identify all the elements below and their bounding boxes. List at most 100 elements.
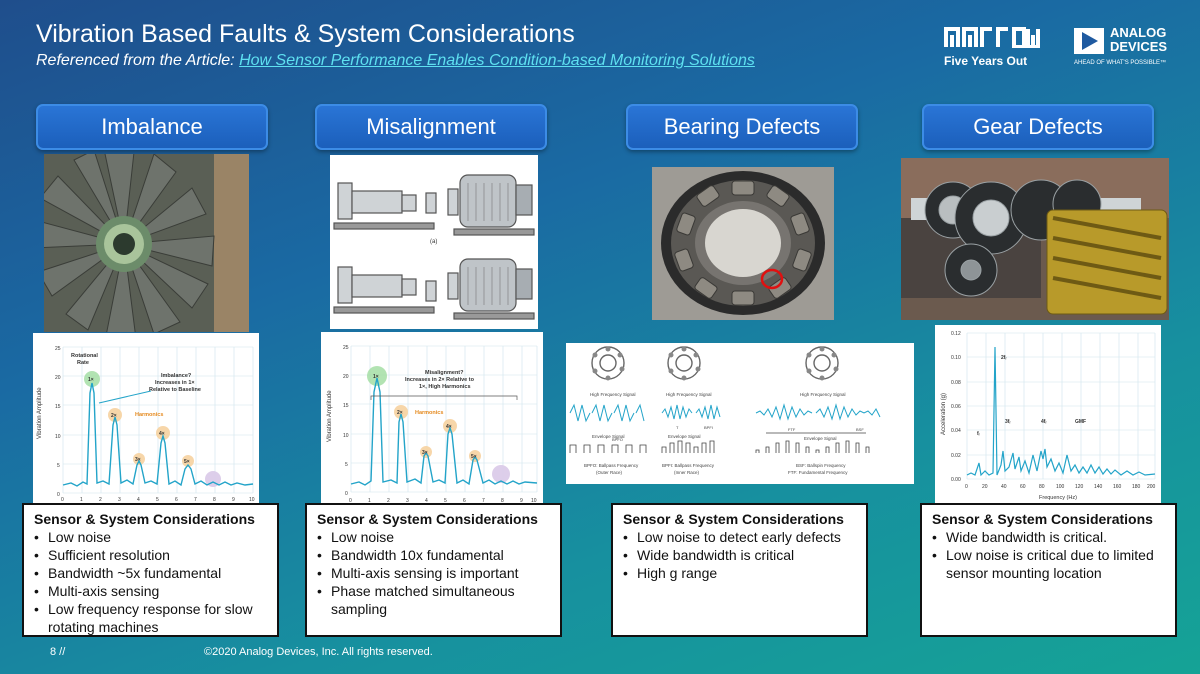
list-item: High g range <box>623 564 856 582</box>
arrow-tagline: Five Years Out <box>944 54 1028 68</box>
bearing-defects-button[interactable]: Bearing Defects <box>626 104 858 150</box>
svg-text:100: 100 <box>1056 484 1065 490</box>
imbalance-considerations: Sensor & System Considerations Low noise… <box>22 503 279 637</box>
svg-text:0.02: 0.02 <box>951 453 961 459</box>
list-item: Multi-axis sensing is important <box>317 564 550 582</box>
article-link[interactable]: How Sensor Performance Enables Condition… <box>239 52 755 69</box>
svg-text:80: 80 <box>1039 484 1045 490</box>
slide-title: Vibration Based Faults & System Consider… <box>36 20 575 48</box>
svg-text:120: 120 <box>1075 484 1084 490</box>
svg-text:0.00: 0.00 <box>951 477 961 483</box>
misalignment-ylabel: Vibration Amplitude <box>327 390 333 442</box>
svg-text:Envelope Signal: Envelope Signal <box>668 434 701 439</box>
svg-text:1: 1 <box>368 498 371 504</box>
svg-text:(Inner Race): (Inner Race) <box>674 470 700 475</box>
svg-text:GMF: GMF <box>1075 419 1086 425</box>
svg-text:1×: 1× <box>373 374 379 380</box>
svg-text:1×, High Harmonics: 1×, High Harmonics <box>419 384 471 390</box>
svg-text:25: 25 <box>55 346 61 352</box>
svg-text:4×: 4× <box>446 424 452 430</box>
svg-text:4: 4 <box>137 497 140 503</box>
svg-text:10: 10 <box>343 433 349 439</box>
svg-text:5×: 5× <box>184 459 190 465</box>
svg-text:Rotational: Rotational <box>71 353 98 359</box>
gear-defects-button[interactable]: Gear Defects <box>922 104 1154 150</box>
list-item: Low frequency response for slow rotating… <box>34 600 267 636</box>
svg-text:8: 8 <box>501 498 504 504</box>
svg-text:5: 5 <box>345 462 348 468</box>
gear-ylabel: Acceleration (g) <box>941 393 947 435</box>
svg-text:20: 20 <box>55 375 61 381</box>
svg-text:FTF: FTF <box>788 427 796 432</box>
svg-text:5: 5 <box>444 498 447 504</box>
gear-spectrum-chart: Acceleration (g) 0.12 0.10 0.08 0.06 0.0… <box>935 325 1161 503</box>
svg-text:0: 0 <box>965 484 968 490</box>
svg-text:3fᵣ: 3fᵣ <box>1005 419 1011 425</box>
svg-text:BPFI: BPFI <box>704 425 713 430</box>
considerations-title: Sensor & System Considerations <box>623 511 844 527</box>
svg-text:Misalignment?: Misalignment? <box>425 370 464 376</box>
list-item: Bandwidth ~5x fundamental <box>34 564 267 582</box>
arrow-logo: Five Years Out <box>944 26 1040 68</box>
svg-text:Envelope Signal: Envelope Signal <box>592 434 625 439</box>
imbalance-spectrum-chart: Vibration Amplitude 25 20 15 10 5 0 0 1 … <box>33 333 259 505</box>
svg-text:4fᵣ: 4fᵣ <box>1041 419 1047 425</box>
list-item: Bandwidth 10x fundamental <box>317 546 550 564</box>
svg-text:Harmonics: Harmonics <box>135 412 163 418</box>
svg-text:7: 7 <box>482 498 485 504</box>
svg-text:20: 20 <box>343 374 349 380</box>
gear-photo <box>901 158 1169 320</box>
list-item: Low noise <box>317 528 550 546</box>
svg-text:(Outer Race): (Outer Race) <box>596 470 623 475</box>
svg-text:10: 10 <box>531 498 537 504</box>
svg-text:3: 3 <box>118 497 121 503</box>
svg-text:6: 6 <box>175 497 178 503</box>
svg-text:Increases in 2× Relative to: Increases in 2× Relative to <box>405 377 475 383</box>
imbalance-button[interactable]: Imbalance <box>36 104 268 150</box>
gear-xlabel: Frequency (Hz) <box>1039 495 1077 501</box>
adi-tagline: AHEAD OF WHAT'S POSSIBLE™ <box>1074 60 1167 66</box>
svg-text:2: 2 <box>99 497 102 503</box>
svg-text:180: 180 <box>1132 484 1141 490</box>
svg-text:High Frequency Signal: High Frequency Signal <box>800 392 846 397</box>
arrow-wordmark <box>944 26 1040 52</box>
svg-text:0: 0 <box>349 498 352 504</box>
misalignment-considerations: Sensor & System Considerations Low noise… <box>305 503 562 637</box>
svg-text:High Frequency Signal: High Frequency Signal <box>666 392 712 397</box>
svg-text:8: 8 <box>213 497 216 503</box>
arrow-wordmark-icon <box>944 27 1040 49</box>
svg-text:Harmonics: Harmonics <box>415 410 443 416</box>
svg-text:0.04: 0.04 <box>951 428 961 434</box>
svg-text:2fᵣ: 2fᵣ <box>1001 355 1007 361</box>
svg-text:1×: 1× <box>88 377 94 383</box>
svg-text:200: 200 <box>1147 484 1156 490</box>
svg-text:60: 60 <box>1020 484 1026 490</box>
svg-text:0.10: 0.10 <box>951 355 961 361</box>
svg-text:BSF: Ballspin Frequency: BSF: Ballspin Frequency <box>796 463 846 468</box>
svg-text:40: 40 <box>1001 484 1007 490</box>
svg-text:4×: 4× <box>159 431 165 437</box>
list-item: Phase matched simultaneous sampling <box>317 582 550 618</box>
svg-text:3×: 3× <box>135 457 141 463</box>
considerations-title: Sensor & System Considerations <box>932 511 1153 527</box>
svg-text:0.08: 0.08 <box>951 380 961 386</box>
bearing-signal-chart: High Frequency Signal Envelope Signal BP… <box>566 343 914 484</box>
svg-text:4: 4 <box>425 498 428 504</box>
svg-text:6: 6 <box>463 498 466 504</box>
svg-text:BSF: BSF <box>856 427 864 432</box>
svg-text:0: 0 <box>57 492 60 498</box>
considerations-title: Sensor & System Considerations <box>317 511 538 527</box>
page-number: 8 // <box>50 646 66 658</box>
list-item: Multi-axis sensing <box>34 582 267 600</box>
list-item: Low noise is critical due to limited sen… <box>932 546 1165 582</box>
svg-text:BPFI: Ballpass Frequency: BPFI: Ballpass Frequency <box>662 463 715 468</box>
svg-text:0.12: 0.12 <box>951 331 961 337</box>
svg-text:Envelope Signal: Envelope Signal <box>804 436 837 441</box>
gear-considerations: Sensor & System Considerations Wide band… <box>920 503 1177 637</box>
svg-text:0: 0 <box>345 491 348 497</box>
list-item: Low noise to detect early defects <box>623 528 856 546</box>
svg-text:Rate: Rate <box>77 360 89 366</box>
misalignment-button[interactable]: Misalignment <box>315 104 547 150</box>
slide-subtitle: Referenced from the Article: How Sensor … <box>36 52 755 70</box>
svg-text:2×: 2× <box>111 413 117 419</box>
